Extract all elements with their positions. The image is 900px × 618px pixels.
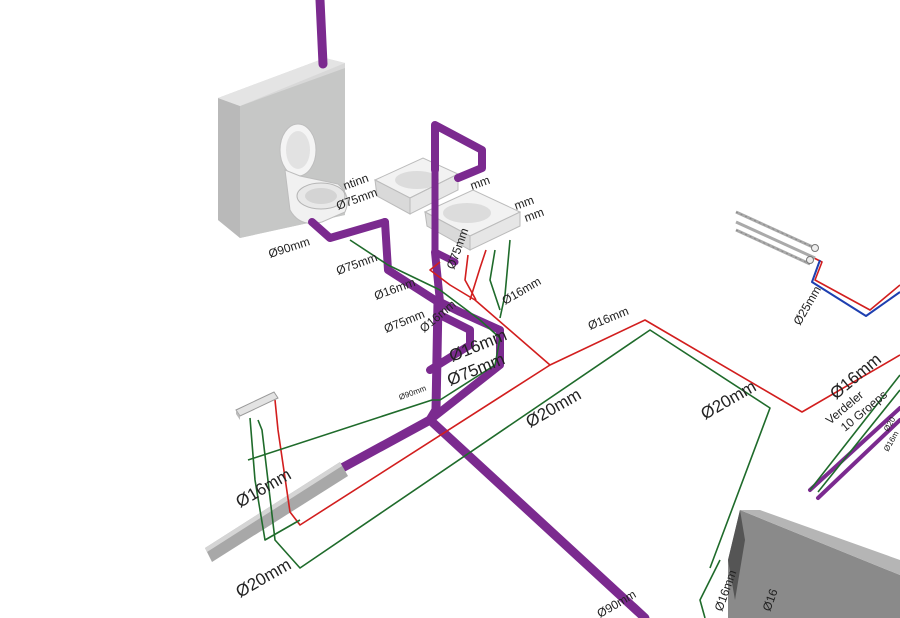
label-sink-small-2: mm (512, 193, 536, 213)
label-main-supply-3: Ø20mm (698, 377, 760, 424)
manifold-cabinet (728, 510, 900, 618)
label-left-supply-2: Ø20mm (233, 555, 295, 602)
gray-pipe-lower-left (205, 462, 348, 562)
towel-radiator (735, 210, 819, 266)
label-heater-supply: Ø25mm (790, 284, 823, 328)
label-main-supply: Ø16mm (586, 304, 631, 333)
vent-riser-pipe (315, 0, 328, 69)
label-main-supply-2: Ø20mm (523, 385, 585, 432)
washbasin-upper (373, 157, 460, 215)
label-wc-branch-2: Ø75mm (334, 250, 379, 278)
shower-fixture (235, 391, 279, 420)
label-sink-supply-1: Ø16mm (372, 275, 417, 303)
label-wc-drain: Ø90mm (267, 234, 312, 261)
label-sink-small-3: mm (522, 205, 546, 225)
blue-supply-line (811, 259, 900, 317)
label-sink-small-1: mm (468, 173, 492, 193)
toilet-fixture (279, 123, 348, 224)
hot-water-supply (274, 249, 900, 526)
label-small-drain: Ø90mm (398, 384, 428, 402)
cold-water-supply (247, 239, 900, 618)
